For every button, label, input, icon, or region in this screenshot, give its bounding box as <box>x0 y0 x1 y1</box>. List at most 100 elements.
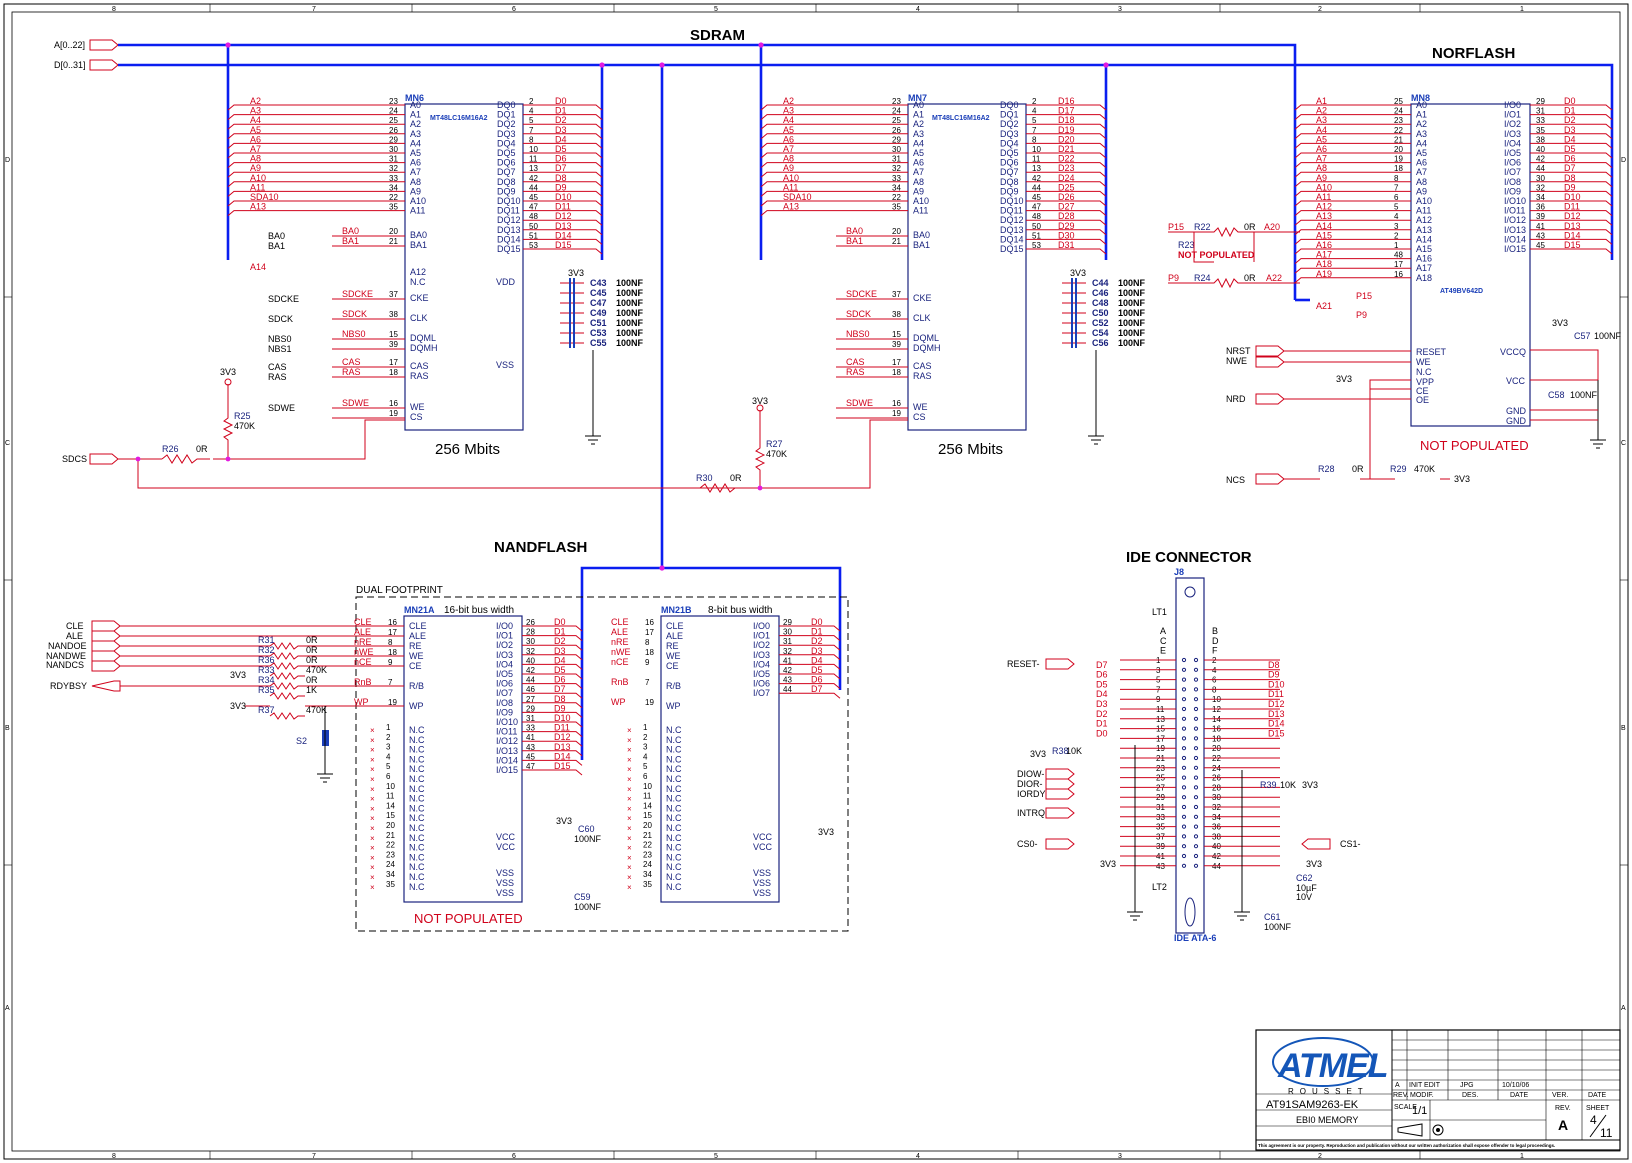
pin-name: I/O5 <box>496 669 513 679</box>
pin-number: 14 <box>643 801 652 810</box>
mn21a-ref: MN21A <box>404 605 435 615</box>
pin-number: 43 <box>526 743 535 752</box>
pin-net-label: D21 <box>1058 144 1075 154</box>
nc-mark: × <box>627 853 632 862</box>
pin-net-label: RnB <box>611 677 629 687</box>
pin-name: A4 <box>410 138 421 148</box>
pin-name: I/O6 <box>496 679 513 689</box>
pin-name: WP <box>409 701 424 711</box>
pin-name: I/O14 <box>1504 234 1526 244</box>
pin-wire <box>523 248 603 255</box>
pin-name: I/O6 <box>753 679 770 689</box>
pin-number: 11 <box>1032 155 1041 164</box>
pin-name: DQ15 <box>1000 244 1024 254</box>
cap-value: 100NF <box>1118 278 1146 288</box>
sdcs-port <box>89 453 119 465</box>
resistor-ref: R34 <box>258 675 275 685</box>
pin-name: N.C <box>409 862 425 872</box>
rdybsy-label: RDYBSY <box>50 681 87 691</box>
nc-mark: × <box>627 863 632 872</box>
pin-name: DQ15 <box>497 244 521 254</box>
pin-net-label: A13 <box>250 202 266 212</box>
pin-name: CKE <box>410 293 429 303</box>
mn7-ref: MN7 <box>908 93 927 103</box>
pin-name: ALE <box>666 631 683 641</box>
pin-net-label: A6 <box>1316 144 1327 154</box>
pin-number: 31 <box>1536 107 1545 116</box>
pin-name: I/O7 <box>753 688 770 698</box>
pin-number: 24 <box>892 107 901 116</box>
resistor-value: 0R <box>306 655 318 665</box>
pin-wire <box>522 663 583 670</box>
pin-wire <box>1530 181 1613 188</box>
pin-net-label: CLE <box>354 617 372 627</box>
pin-pad <box>1181 657 1187 663</box>
pin-pad <box>1193 657 1199 663</box>
p9-net: P9 <box>1168 273 1179 283</box>
nc-mark: × <box>370 853 375 862</box>
c57-ref: C57 <box>1574 331 1591 341</box>
pin-name: DQ12 <box>497 215 521 225</box>
pin-net-label: D7 <box>1564 163 1576 173</box>
pin-net-label: D3 <box>1564 125 1576 135</box>
pin-pad <box>1181 726 1187 731</box>
pin-name: N.C <box>409 784 425 794</box>
pin-number: 35 <box>1536 126 1545 135</box>
pin-name: VSS <box>753 878 771 888</box>
pin-pad <box>1193 687 1199 692</box>
col-label: 3 <box>1118 1153 1122 1160</box>
pin-number: 27 <box>526 695 535 704</box>
pin-name: DQ5 <box>1000 148 1019 158</box>
pin-net-label: SDA10 <box>783 192 812 202</box>
nc-mark: × <box>370 795 375 804</box>
pin-name: N.C <box>666 882 682 892</box>
pin-wire <box>760 162 908 168</box>
nc-mark: × <box>627 804 632 813</box>
pin-number: 41 <box>783 656 792 665</box>
cap-value: 100NF <box>616 328 644 338</box>
pin-name: I/O1 <box>753 631 770 641</box>
pin-net-label: nCE <box>354 657 372 667</box>
pin-wire <box>1294 181 1411 188</box>
mn8-vpp-pin: VPP <box>1416 377 1434 387</box>
pin-name: DQ8 <box>1000 177 1019 187</box>
ide-title: IDE CONNECTOR <box>1126 549 1252 566</box>
pin-wire <box>1530 123 1613 130</box>
mn21b-bus: 8-bit bus width <box>708 605 772 616</box>
col-label: 2 <box>1318 1153 1322 1160</box>
pin-pad <box>1193 716 1199 721</box>
pin-number: 25 <box>389 116 398 125</box>
pin-number: 41 <box>1536 222 1545 231</box>
nor-3v3: 3V3 <box>1552 318 1568 328</box>
pin-number: 16 <box>892 399 901 408</box>
pin-pad <box>1181 804 1187 810</box>
pin-net-label: D0 <box>554 617 566 627</box>
nc-mark: × <box>627 746 632 755</box>
pin-number: 16 <box>645 618 654 627</box>
pin-wire <box>760 190 908 197</box>
pin-number: 8 <box>529 135 534 144</box>
cap-3v3: 3V3 <box>568 268 584 278</box>
cap-value: 100NF <box>1118 288 1146 298</box>
pin-number: 26 <box>892 126 901 135</box>
pin-net-label: A13 <box>1316 211 1332 221</box>
pin-wire <box>779 683 841 689</box>
pin-net-label: A17 <box>1316 250 1332 260</box>
pin-net-label: A11 <box>250 182 265 192</box>
pin-name: A10 <box>1416 196 1432 206</box>
pin-name: VCC <box>753 842 773 852</box>
pin-net-label: A3 <box>783 106 794 116</box>
pin-wire <box>779 625 841 632</box>
nc-mark: × <box>370 746 375 755</box>
pin-number: 29 <box>783 618 792 627</box>
pin-net-label: D3 <box>1096 699 1108 709</box>
pin-name: N.C <box>409 794 425 804</box>
pin-net-label: D6 <box>811 675 823 685</box>
pin-name: N.C <box>409 725 425 735</box>
header-date: DATE <box>1510 1092 1528 1099</box>
pin-pad <box>1193 765 1199 770</box>
pin-pad <box>1193 746 1199 751</box>
pin-number: 6 <box>386 772 391 781</box>
pin-number: 33 <box>892 174 901 183</box>
